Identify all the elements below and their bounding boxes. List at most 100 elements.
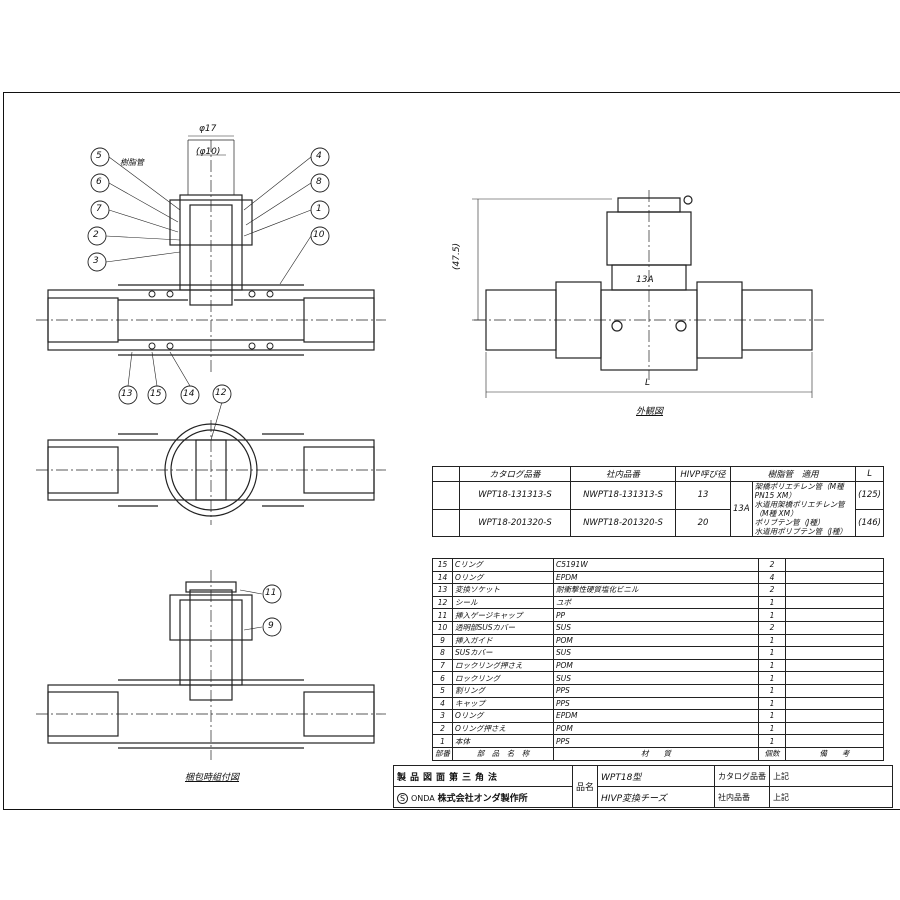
dim-phi10: (φ10) [196, 147, 221, 157]
part-no: 12 [432, 595, 453, 610]
part-qty: 1 [758, 683, 786, 698]
applicable-line: ポリブテン管（J種） [754, 518, 825, 527]
part-remarks [785, 658, 884, 673]
part-qty: 1 [758, 608, 786, 622]
part-no: 2 [432, 721, 453, 736]
part-no: 5 [432, 683, 453, 698]
part-remarks [785, 734, 884, 748]
part-remarks [785, 709, 884, 723]
col-internal-no: 社内品番 [570, 466, 676, 482]
balloon-1: 1 [316, 204, 322, 214]
catalog-table: カタログ品番 社内品番 HIVP呼び径 樹脂管 適用 L WPT18-13131… [432, 466, 884, 537]
balloon-5: 5 [96, 151, 102, 161]
part-qty: 2 [758, 583, 786, 597]
part-material: SUS [553, 671, 759, 685]
header-remarks: 備 考 [785, 746, 884, 761]
part-name: 割リング [452, 683, 554, 698]
part-remarks [785, 558, 884, 572]
part-material: PPS [553, 696, 759, 711]
balloon-12: 12 [215, 388, 227, 398]
projection-method: 製品図面第三角法 [393, 765, 573, 787]
part-qty: 1 [758, 658, 786, 673]
balloon-11: 11 [265, 588, 277, 598]
catalog-no-value: 上記 [769, 765, 893, 787]
title-block: 製品図面第三角法 品名 WPT18型 カタログ品番 上記 S ONDA 株式会社… [393, 765, 893, 808]
balloon-8: 8 [316, 177, 322, 187]
part-remarks [785, 646, 884, 660]
part-remarks [785, 633, 884, 648]
catalog-no-label: カタログ品番 [714, 765, 771, 787]
balloon-6: 6 [96, 177, 102, 187]
part-name: ロックリング [452, 671, 554, 685]
drawing-frame [3, 92, 900, 810]
part-remarks [785, 570, 884, 585]
exterior-view [188, 135, 824, 398]
balloon-10: 10 [313, 230, 325, 240]
part-qty: 1 [758, 721, 786, 736]
balloon-7: 7 [96, 204, 102, 214]
part-no: 8 [432, 646, 453, 660]
part-remarks [785, 620, 884, 635]
part-remarks [785, 721, 884, 736]
part-name: キャップ [452, 696, 554, 711]
part-qty: 4 [758, 570, 786, 585]
size: 20 [675, 508, 731, 537]
part-material: POM [553, 721, 759, 736]
part-qty: 1 [758, 734, 786, 748]
part-qty: 1 [758, 709, 786, 723]
part-name: Oリング [452, 570, 554, 585]
part-material: PP [553, 608, 759, 622]
part-remarks [785, 583, 884, 597]
catalog-no: WPT18-131313-S [459, 481, 571, 510]
part-name: 本体 [452, 734, 554, 748]
balloon-9: 9 [268, 621, 274, 631]
part-name: SUSカバー [452, 646, 554, 660]
part-qty: 1 [758, 595, 786, 610]
col-l: L [855, 466, 884, 482]
dim-phi17: φ17 [199, 124, 217, 134]
part-material: SUS [553, 646, 759, 660]
part-name: 挿入ガイド [452, 633, 554, 648]
model: WPT18型 [597, 765, 716, 787]
packaging-view-label: 梱包時組付図 [185, 773, 240, 783]
dim-length: L [645, 378, 651, 388]
header-material: 材 質 [553, 746, 759, 761]
part-name: Oリング [452, 709, 554, 723]
catalog-no: WPT18-201320-S [459, 508, 571, 537]
exterior-view-label: 外観図 [636, 407, 664, 417]
length-value: (146) [855, 508, 884, 537]
part-name: 透明部SUSカバー [452, 620, 554, 635]
part-material: ユポ [553, 595, 759, 610]
part-remarks [785, 696, 884, 711]
part-qty: 2 [758, 620, 786, 635]
balloon-circles [87, 147, 330, 637]
internal-no: NWPT18-201320-S [570, 508, 676, 537]
dim-height: (47.5) [452, 242, 462, 270]
part-material: POM [553, 658, 759, 673]
part-material: EPDM [553, 570, 759, 585]
applicable-line: 水道用架橋ポリエチレン管（M種 XM） [754, 500, 845, 518]
size-mark: 13A [636, 275, 654, 285]
part-material: 耐衝撃性硬質塩化ビニル [553, 583, 759, 597]
part-no: 10 [432, 620, 453, 635]
resin-pipe-label: 樹脂管 [120, 158, 144, 167]
part-qty: 1 [758, 646, 786, 660]
part-no: 4 [432, 696, 453, 711]
packaging-view [36, 570, 386, 760]
part-qty: 2 [758, 558, 786, 572]
part-no: 7 [432, 658, 453, 673]
internal-no-label: 社内品番 [714, 786, 771, 808]
part-name: 挿入ゲージキャップ [452, 608, 554, 622]
applicable-line: 水道用ポリブテン管（J種） [754, 527, 847, 536]
part-qty: 1 [758, 671, 786, 685]
